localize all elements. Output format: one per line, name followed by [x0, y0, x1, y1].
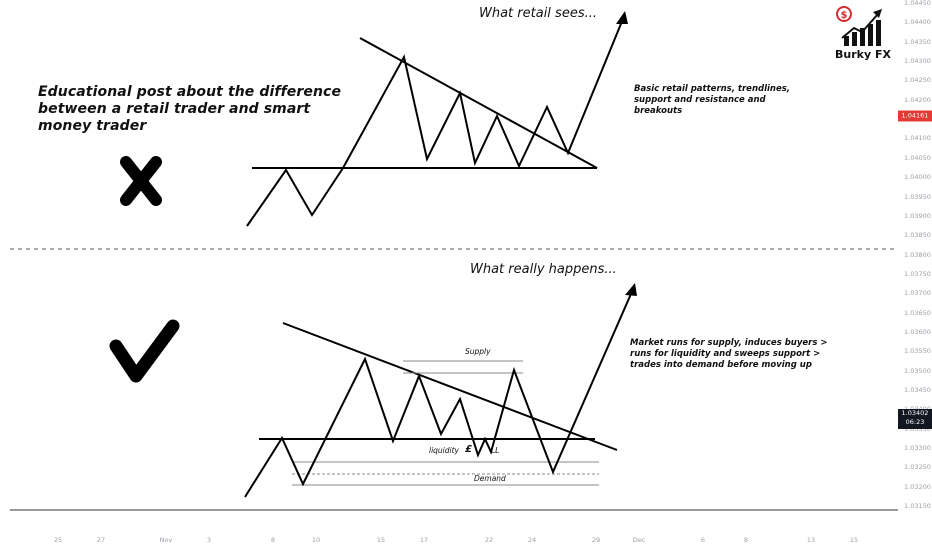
time-label: 17 — [419, 536, 429, 544]
price-label: 1.03950 — [904, 192, 931, 201]
demand-label: Demand — [474, 474, 506, 483]
smart-arrow-head — [625, 283, 637, 296]
supply-label: Supply — [465, 347, 491, 356]
price-label: 1.03900 — [904, 211, 931, 220]
current-price-value: 1.03402 — [901, 409, 929, 417]
retail-arrow-head — [616, 11, 628, 24]
retail-trendline — [359, 37, 598, 169]
brand-name: Burky FX — [835, 48, 891, 61]
time-label: 24 — [527, 536, 537, 544]
price-label: 1.03600 — [904, 327, 931, 336]
pound-symbol: £ — [465, 444, 472, 455]
chart-area[interactable]: Educational post about the difference be… — [0, 0, 898, 526]
price-label: 1.03500 — [904, 366, 931, 375]
price-label: 1.04350 — [904, 37, 931, 46]
price-label: 1.04300 — [904, 57, 931, 66]
time-label: 27 — [96, 536, 106, 544]
price-label: 1.03700 — [904, 289, 931, 298]
price-label: 1.03800 — [904, 250, 931, 259]
smart-note: Market runs for supply, induces buyers >… — [630, 338, 828, 370]
price-label: 1.04400 — [904, 18, 931, 27]
drawing-canvas — [10, 11, 898, 511]
time-label: 13 — [806, 536, 816, 544]
price-label: 1.04250 — [904, 76, 931, 85]
price-label: 1.03250 — [904, 463, 931, 472]
cross-icon — [120, 156, 162, 206]
smart-trendline — [282, 322, 618, 451]
price-label: 1.03150 — [904, 502, 931, 511]
time-label: 22 — [484, 536, 494, 544]
time-label: 6 — [700, 536, 706, 544]
smart-price-path — [244, 286, 635, 498]
time-label: 8 — [270, 536, 276, 544]
price-label: 1.03650 — [904, 308, 931, 317]
ll-label: LL — [491, 446, 500, 455]
retail-price-path — [246, 13, 626, 227]
price-label: 1.04200 — [904, 95, 931, 104]
price-label: 1.03200 — [904, 482, 931, 491]
time-label: Dec — [632, 536, 646, 544]
price-label: 1.03450 — [904, 386, 931, 394]
time-label: 29 — [591, 536, 601, 544]
svg-text:$: $ — [841, 10, 848, 21]
countdown-timer: 06:23 — [905, 418, 925, 426]
liquidity-label: liquidity — [429, 446, 459, 455]
retail-heading: What retail sees... — [479, 6, 597, 21]
brand-logo: $ Burky FX — [832, 4, 894, 62]
post-title: Educational post about the difference be… — [38, 84, 342, 134]
check-icon — [109, 319, 180, 383]
price-label: 1.04050 — [904, 153, 931, 162]
retail-note: Basic retail patterns, trendlines, suppo… — [634, 84, 791, 116]
price-label: 1.04450 — [904, 0, 931, 7]
price-label: 1.03850 — [904, 231, 931, 240]
time-axis[interactable]: 25 27 Nov 3 8 10 15 17 22 24 29 Dec 6 8 13 15 — [0, 526, 898, 550]
price-label: 1.03300 — [904, 444, 931, 453]
price-scale[interactable]: 1.04450 1.04400 1.04350 1.04300 1.04250 1.042… — [898, 0, 932, 526]
time-label: 10 — [311, 536, 321, 544]
smart-heading: What really happens... — [470, 262, 617, 277]
price-label: 1.04100 — [904, 134, 931, 143]
price-label: 1.03750 — [904, 269, 931, 278]
time-label: Nov — [159, 536, 173, 544]
current-price-badge-top: 1.04161 — [898, 110, 932, 122]
money-growth-chart-icon: $ — [836, 6, 882, 46]
time-label: 15 — [376, 536, 386, 544]
price-label: 1.04000 — [904, 173, 931, 182]
time-label: 15 — [849, 536, 859, 544]
time-label: 3 — [206, 536, 212, 544]
price-label: 1.03550 — [904, 347, 931, 356]
time-label: 8 — [743, 536, 749, 544]
time-label: 25 — [53, 536, 63, 544]
